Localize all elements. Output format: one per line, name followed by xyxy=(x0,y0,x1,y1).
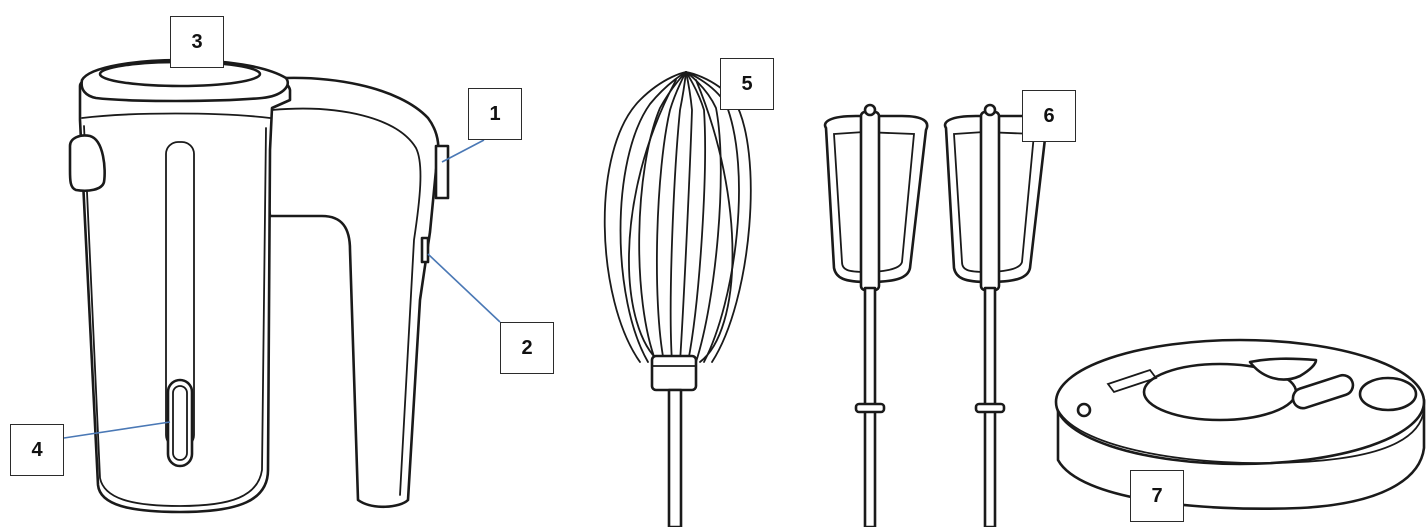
beater-left xyxy=(823,103,929,529)
mixer-side-clip xyxy=(68,134,106,193)
callout-label-5: 5 xyxy=(720,58,774,110)
callout-label-3: 3 xyxy=(170,16,224,68)
beater-release-button-inner xyxy=(172,385,188,461)
storage-base xyxy=(1054,338,1426,511)
callout-label-7: 7 xyxy=(1130,470,1184,522)
leader-line-4 xyxy=(63,421,171,439)
beater-release-button xyxy=(166,378,194,468)
whisk-collar xyxy=(650,354,698,392)
whisk-shaft xyxy=(667,388,683,529)
leader-line-2 xyxy=(427,253,501,323)
leader-line-1 xyxy=(441,139,485,163)
callout-label-2: 2 xyxy=(500,322,554,374)
beater-right xyxy=(943,103,1049,529)
speed-control-switch xyxy=(434,144,450,200)
mixer-body-rim xyxy=(81,112,271,119)
hand-mixer xyxy=(68,58,450,514)
balloon-whisk xyxy=(603,71,752,529)
callout-label-4: 4 xyxy=(10,424,64,476)
callout-label-1: 1 xyxy=(468,88,522,140)
turbo-button xyxy=(420,236,430,264)
mixer-body-inner-line xyxy=(83,125,267,507)
callout-label-6: 6 xyxy=(1022,90,1076,142)
mixer-handle-inner-edge xyxy=(271,107,422,496)
